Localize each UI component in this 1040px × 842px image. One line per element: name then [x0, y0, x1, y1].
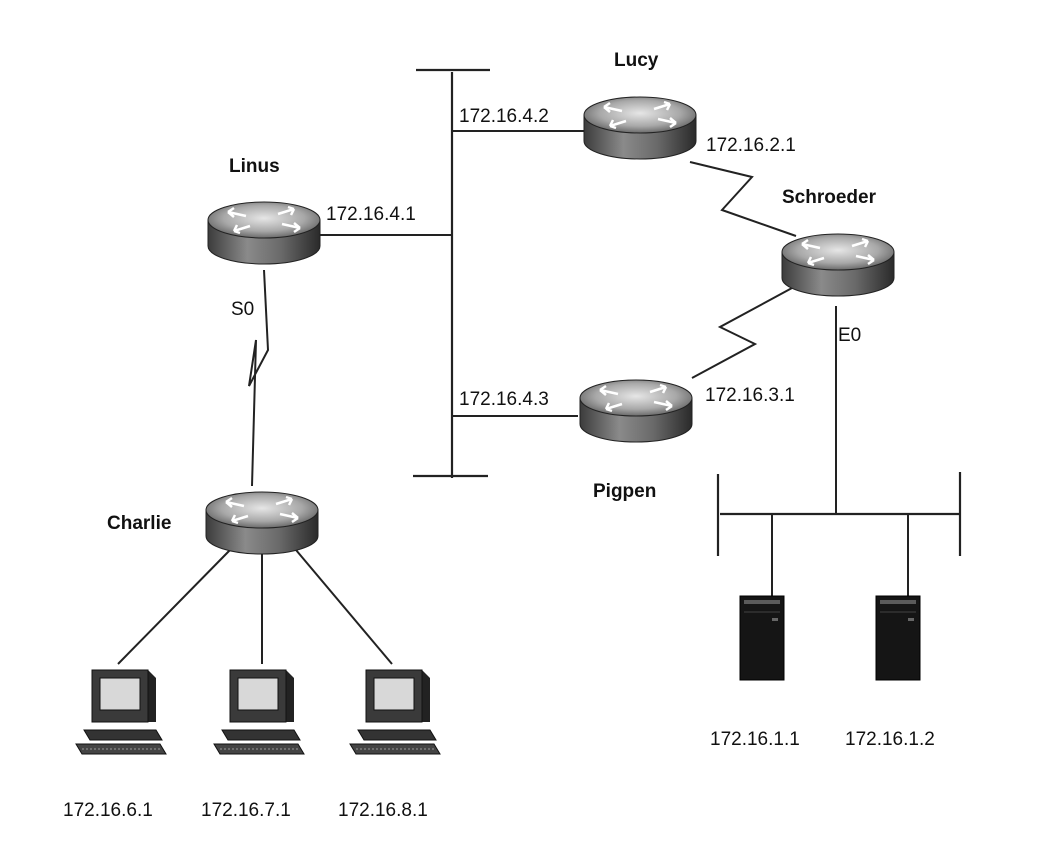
router-pigpen-name: Pigpen: [593, 481, 656, 502]
linus-serial-port-label: S0: [231, 299, 254, 320]
router-linus: [206, 200, 322, 266]
server1-ip-label: 172.16.1.1: [710, 729, 800, 750]
serial-link-pigpen-schroeder: [691, 287, 793, 379]
pigpen-lan-ip-label: 172.16.4.3: [459, 389, 549, 410]
router-lucy: [582, 95, 698, 161]
router-charlie: [204, 490, 320, 556]
link-charlie-pc1: [117, 549, 231, 665]
pc3-ip-label: 172.16.8.1: [338, 800, 428, 821]
pigpen-serial-ip-label: 172.16.3.1: [705, 385, 795, 406]
link-charlie-pc3: [295, 549, 393, 665]
server-1: [739, 595, 785, 681]
lucy-lan-ip-label: 172.16.4.2: [459, 106, 549, 127]
router-linus-name: Linus: [229, 156, 280, 177]
pc-workstation-2: [213, 669, 305, 755]
serial-link-lucy-schroeder: [689, 161, 797, 237]
schroeder-e0-label: E0: [838, 325, 861, 346]
router-schroeder-name: Schroeder: [782, 187, 877, 208]
router-schroeder: [780, 232, 896, 298]
router-charlie-name: Charlie: [107, 513, 171, 534]
pc1-ip-label: 172.16.6.1: [63, 800, 153, 821]
pc-workstation-1: [75, 669, 167, 755]
pc-workstation-3: [349, 669, 441, 755]
router-pigpen: [578, 378, 694, 444]
router-lucy-name: Lucy: [614, 50, 659, 71]
server2-ip-label: 172.16.1.2: [845, 729, 935, 750]
serial-link-linus-charlie: [248, 269, 270, 487]
lucy-serial-ip-label: 172.16.2.1: [706, 135, 796, 156]
pc2-ip-label: 172.16.7.1: [201, 800, 291, 821]
linus-ip-label: 172.16.4.1: [326, 204, 416, 225]
server-2: [875, 595, 921, 681]
